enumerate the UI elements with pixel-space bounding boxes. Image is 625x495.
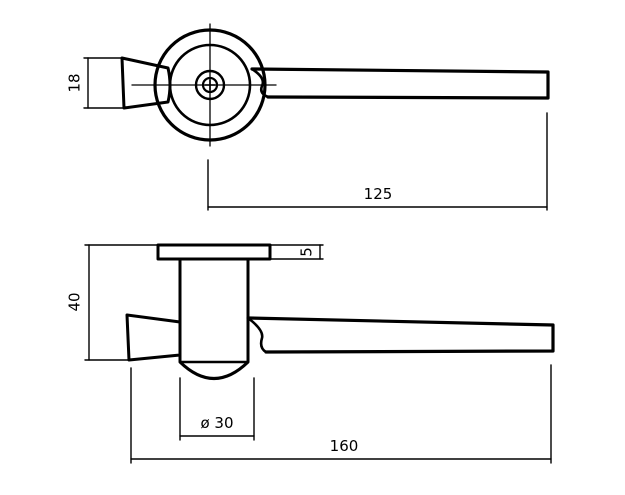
label-160: 160: [330, 437, 359, 455]
dimension-125: [207, 112, 548, 211]
rosette-plate: [156, 243, 272, 261]
label-5: 5: [298, 247, 316, 257]
spindle-body: [178, 257, 250, 380]
lever-arm: [250, 67, 550, 100]
label-18: 18: [66, 73, 84, 92]
label-40: 40: [66, 292, 84, 311]
side-lever-arm: [246, 316, 555, 354]
label-125: 125: [364, 185, 393, 203]
dimension-diameter-30: [179, 377, 255, 441]
side-lever-neck: [125, 313, 182, 362]
lever-neck: [120, 56, 172, 110]
dimension-18: [83, 57, 125, 109]
dimension-40: [84, 244, 159, 361]
side-view: [125, 243, 555, 380]
dimension-160: [130, 364, 552, 464]
top-view: [120, 23, 550, 147]
label-diameter-30: ø 30: [200, 414, 233, 432]
dimension-5: [269, 244, 324, 260]
